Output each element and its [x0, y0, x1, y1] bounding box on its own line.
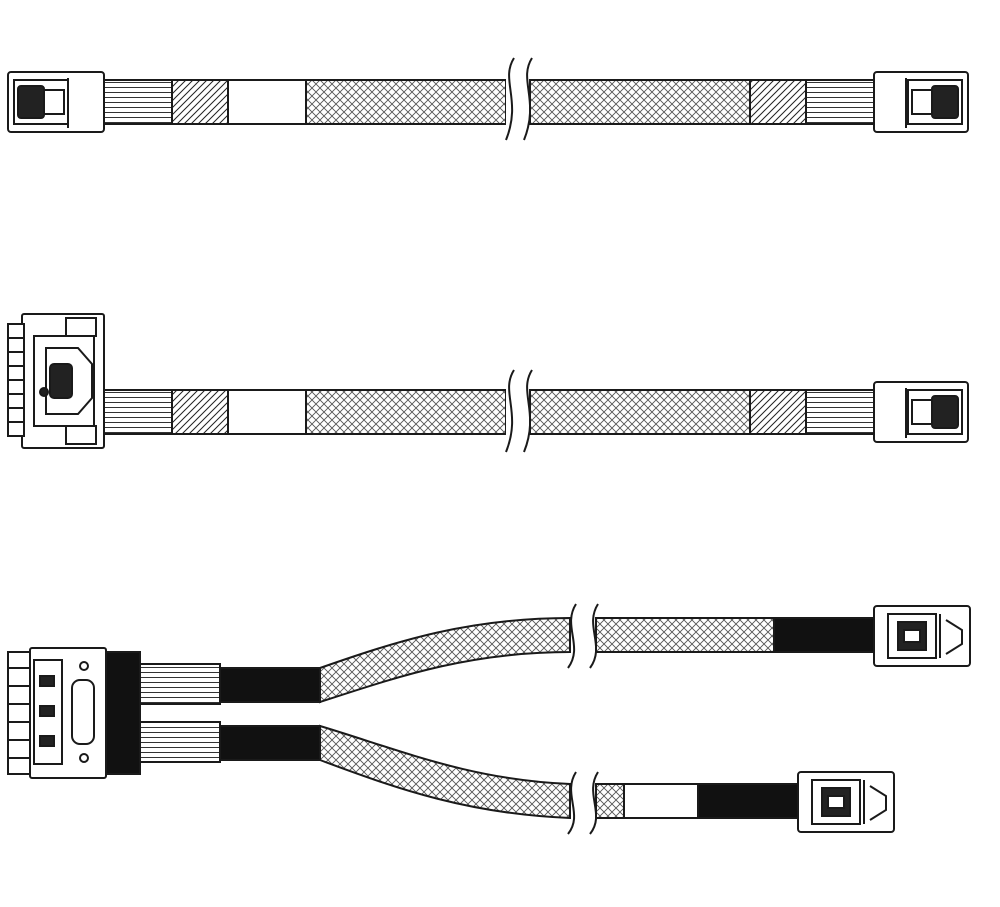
braided-sleeve [595, 783, 625, 819]
left-connector [7, 313, 105, 449]
black-band [697, 783, 799, 819]
wire-strands [805, 79, 875, 125]
upper-right-connector [873, 605, 971, 667]
wire-strands [139, 663, 221, 705]
wire-strands [139, 721, 221, 763]
label-band [227, 79, 307, 125]
black-band [219, 725, 321, 761]
heat-shrink [749, 79, 807, 125]
y-splitter-cable [7, 603, 971, 835]
left-connector [7, 647, 141, 779]
right-connector [873, 381, 969, 443]
braided-sleeve [319, 616, 571, 704]
wire-strands [805, 389, 875, 435]
black-band [219, 667, 321, 703]
wire-strands [103, 389, 173, 435]
lower-right-connector [797, 771, 895, 833]
left-connector [7, 71, 105, 133]
right-connector [873, 71, 969, 133]
braided-sleeve [529, 389, 751, 435]
heat-shrink [749, 389, 807, 435]
heat-shrink [171, 389, 229, 435]
braided-sleeve [319, 724, 571, 820]
black-band [773, 617, 875, 653]
braided-sleeve [305, 79, 507, 125]
label-band [623, 783, 699, 819]
right-angle-cable [7, 313, 969, 453]
braided-sleeve [529, 79, 751, 125]
wire-strands [103, 79, 173, 125]
straight-cable [7, 57, 969, 141]
braided-sleeve [595, 617, 775, 653]
label-band [227, 389, 307, 435]
braided-sleeve [305, 389, 507, 435]
heat-shrink [171, 79, 229, 125]
